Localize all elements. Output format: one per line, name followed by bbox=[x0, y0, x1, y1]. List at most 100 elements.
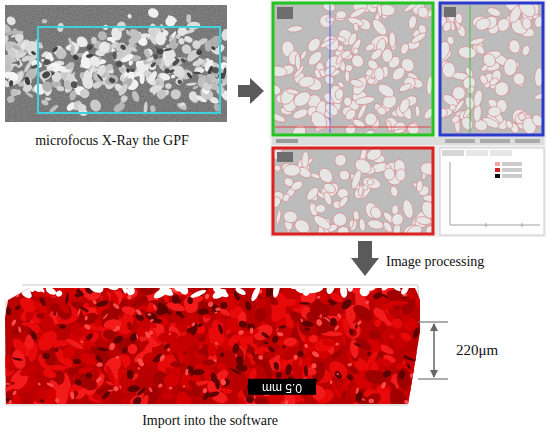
texture-blob bbox=[316, 166, 335, 186]
texture-blob bbox=[167, 348, 170, 351]
texture-blob bbox=[398, 370, 406, 380]
texture-blob bbox=[306, 49, 325, 68]
texture-blob bbox=[401, 199, 415, 220]
texture-blob bbox=[340, 49, 352, 60]
texture-blob bbox=[414, 366, 417, 379]
texture-blob bbox=[87, 45, 93, 51]
texture-blob bbox=[189, 91, 197, 100]
texture-blob bbox=[104, 364, 117, 385]
texture-blob bbox=[127, 27, 144, 44]
texture-blob bbox=[300, 318, 304, 323]
texture-blob bbox=[10, 88, 18, 97]
texture-blob bbox=[481, 51, 499, 69]
texture-blob bbox=[285, 400, 288, 406]
texture-blob bbox=[120, 396, 131, 412]
texture-blob bbox=[142, 395, 149, 405]
texture-blob bbox=[304, 328, 310, 331]
texture-blob bbox=[389, 32, 396, 48]
texture-blob bbox=[367, 352, 370, 356]
texture-blob bbox=[204, 75, 213, 86]
texture-blob bbox=[202, 359, 216, 366]
texture-blob bbox=[416, 395, 428, 414]
texture-blob bbox=[334, 88, 344, 101]
texture-blob bbox=[86, 43, 93, 51]
texture-blob bbox=[180, 58, 187, 64]
software-screenshot bbox=[267, 0, 550, 243]
texture-blob bbox=[380, 281, 392, 292]
texture-blob bbox=[21, 321, 40, 329]
texture-blob bbox=[186, 72, 193, 80]
texture-blob bbox=[149, 84, 162, 94]
texture-blob bbox=[366, 177, 375, 186]
texture-blob bbox=[335, 342, 340, 346]
texture-blob bbox=[441, 107, 449, 119]
texture-blob bbox=[115, 356, 119, 360]
texture-blob bbox=[263, 341, 269, 344]
texture-blob bbox=[5, 383, 11, 385]
texture-blob bbox=[277, 337, 299, 348]
texture-blob bbox=[148, 330, 154, 336]
texture-blob bbox=[450, 114, 461, 125]
texture-blob bbox=[10, 325, 25, 336]
texture-blob bbox=[405, 362, 411, 370]
texture-blob bbox=[183, 353, 192, 366]
texture-blob bbox=[119, 44, 126, 51]
texture-blob bbox=[245, 395, 255, 404]
texture-blob bbox=[223, 68, 227, 77]
texture-blob bbox=[193, 65, 205, 76]
texture-blob bbox=[297, 350, 305, 358]
texture-blob bbox=[339, 285, 348, 298]
texture-blob bbox=[293, 355, 298, 361]
texture-blob bbox=[355, 387, 359, 394]
texture-blob bbox=[363, 111, 379, 127]
step-label: Image processing bbox=[386, 254, 484, 270]
texture-blob bbox=[207, 301, 214, 308]
texture-blob bbox=[412, 327, 420, 340]
texture-blob bbox=[12, 390, 18, 396]
texture-blob bbox=[369, 47, 384, 62]
dimension-bracket bbox=[418, 322, 448, 379]
texture-blob bbox=[6, 70, 20, 84]
texture-blob bbox=[87, 65, 95, 78]
texture-blob bbox=[516, 4, 539, 20]
texture-blob bbox=[283, 337, 297, 346]
texture-blob bbox=[305, 36, 323, 54]
texture-blob bbox=[352, 47, 359, 55]
texture-blob bbox=[170, 331, 196, 358]
texture-blob bbox=[180, 43, 193, 56]
texture-blob bbox=[174, 391, 193, 410]
texture-blob bbox=[186, 82, 198, 86]
texture-blob bbox=[77, 103, 87, 112]
texture-blob bbox=[292, 217, 312, 233]
texture-blob bbox=[96, 362, 103, 367]
texture-blob bbox=[503, 58, 518, 77]
texture-blob bbox=[169, 387, 172, 390]
texture-blob bbox=[327, 298, 338, 306]
texture-blob bbox=[41, 50, 50, 58]
texture-blob bbox=[18, 284, 34, 300]
texture-blob bbox=[119, 67, 125, 72]
texture-blob bbox=[101, 390, 111, 400]
texture-blob bbox=[361, 175, 382, 191]
texture-blob bbox=[274, 65, 288, 78]
texture-blob bbox=[86, 54, 93, 59]
texture-blob bbox=[176, 102, 188, 112]
texture-blob bbox=[130, 90, 140, 103]
texture-blob bbox=[301, 151, 309, 169]
texture-blob bbox=[250, 285, 262, 302]
texture-blob bbox=[70, 45, 75, 56]
texture-blob bbox=[286, 88, 300, 95]
texture-blob bbox=[211, 46, 217, 51]
texture-blob bbox=[259, 345, 270, 353]
texture-blob bbox=[530, 113, 542, 129]
texture-blob bbox=[492, 79, 511, 99]
texture-blob bbox=[56, 85, 65, 92]
texture-blob bbox=[311, 350, 320, 358]
texture-blob bbox=[304, 185, 320, 202]
texture-blob bbox=[290, 277, 307, 295]
texture-blob bbox=[347, 363, 352, 367]
texture-blob bbox=[341, 390, 347, 399]
texture-blob bbox=[50, 56, 54, 61]
texture-blob bbox=[347, 32, 359, 47]
